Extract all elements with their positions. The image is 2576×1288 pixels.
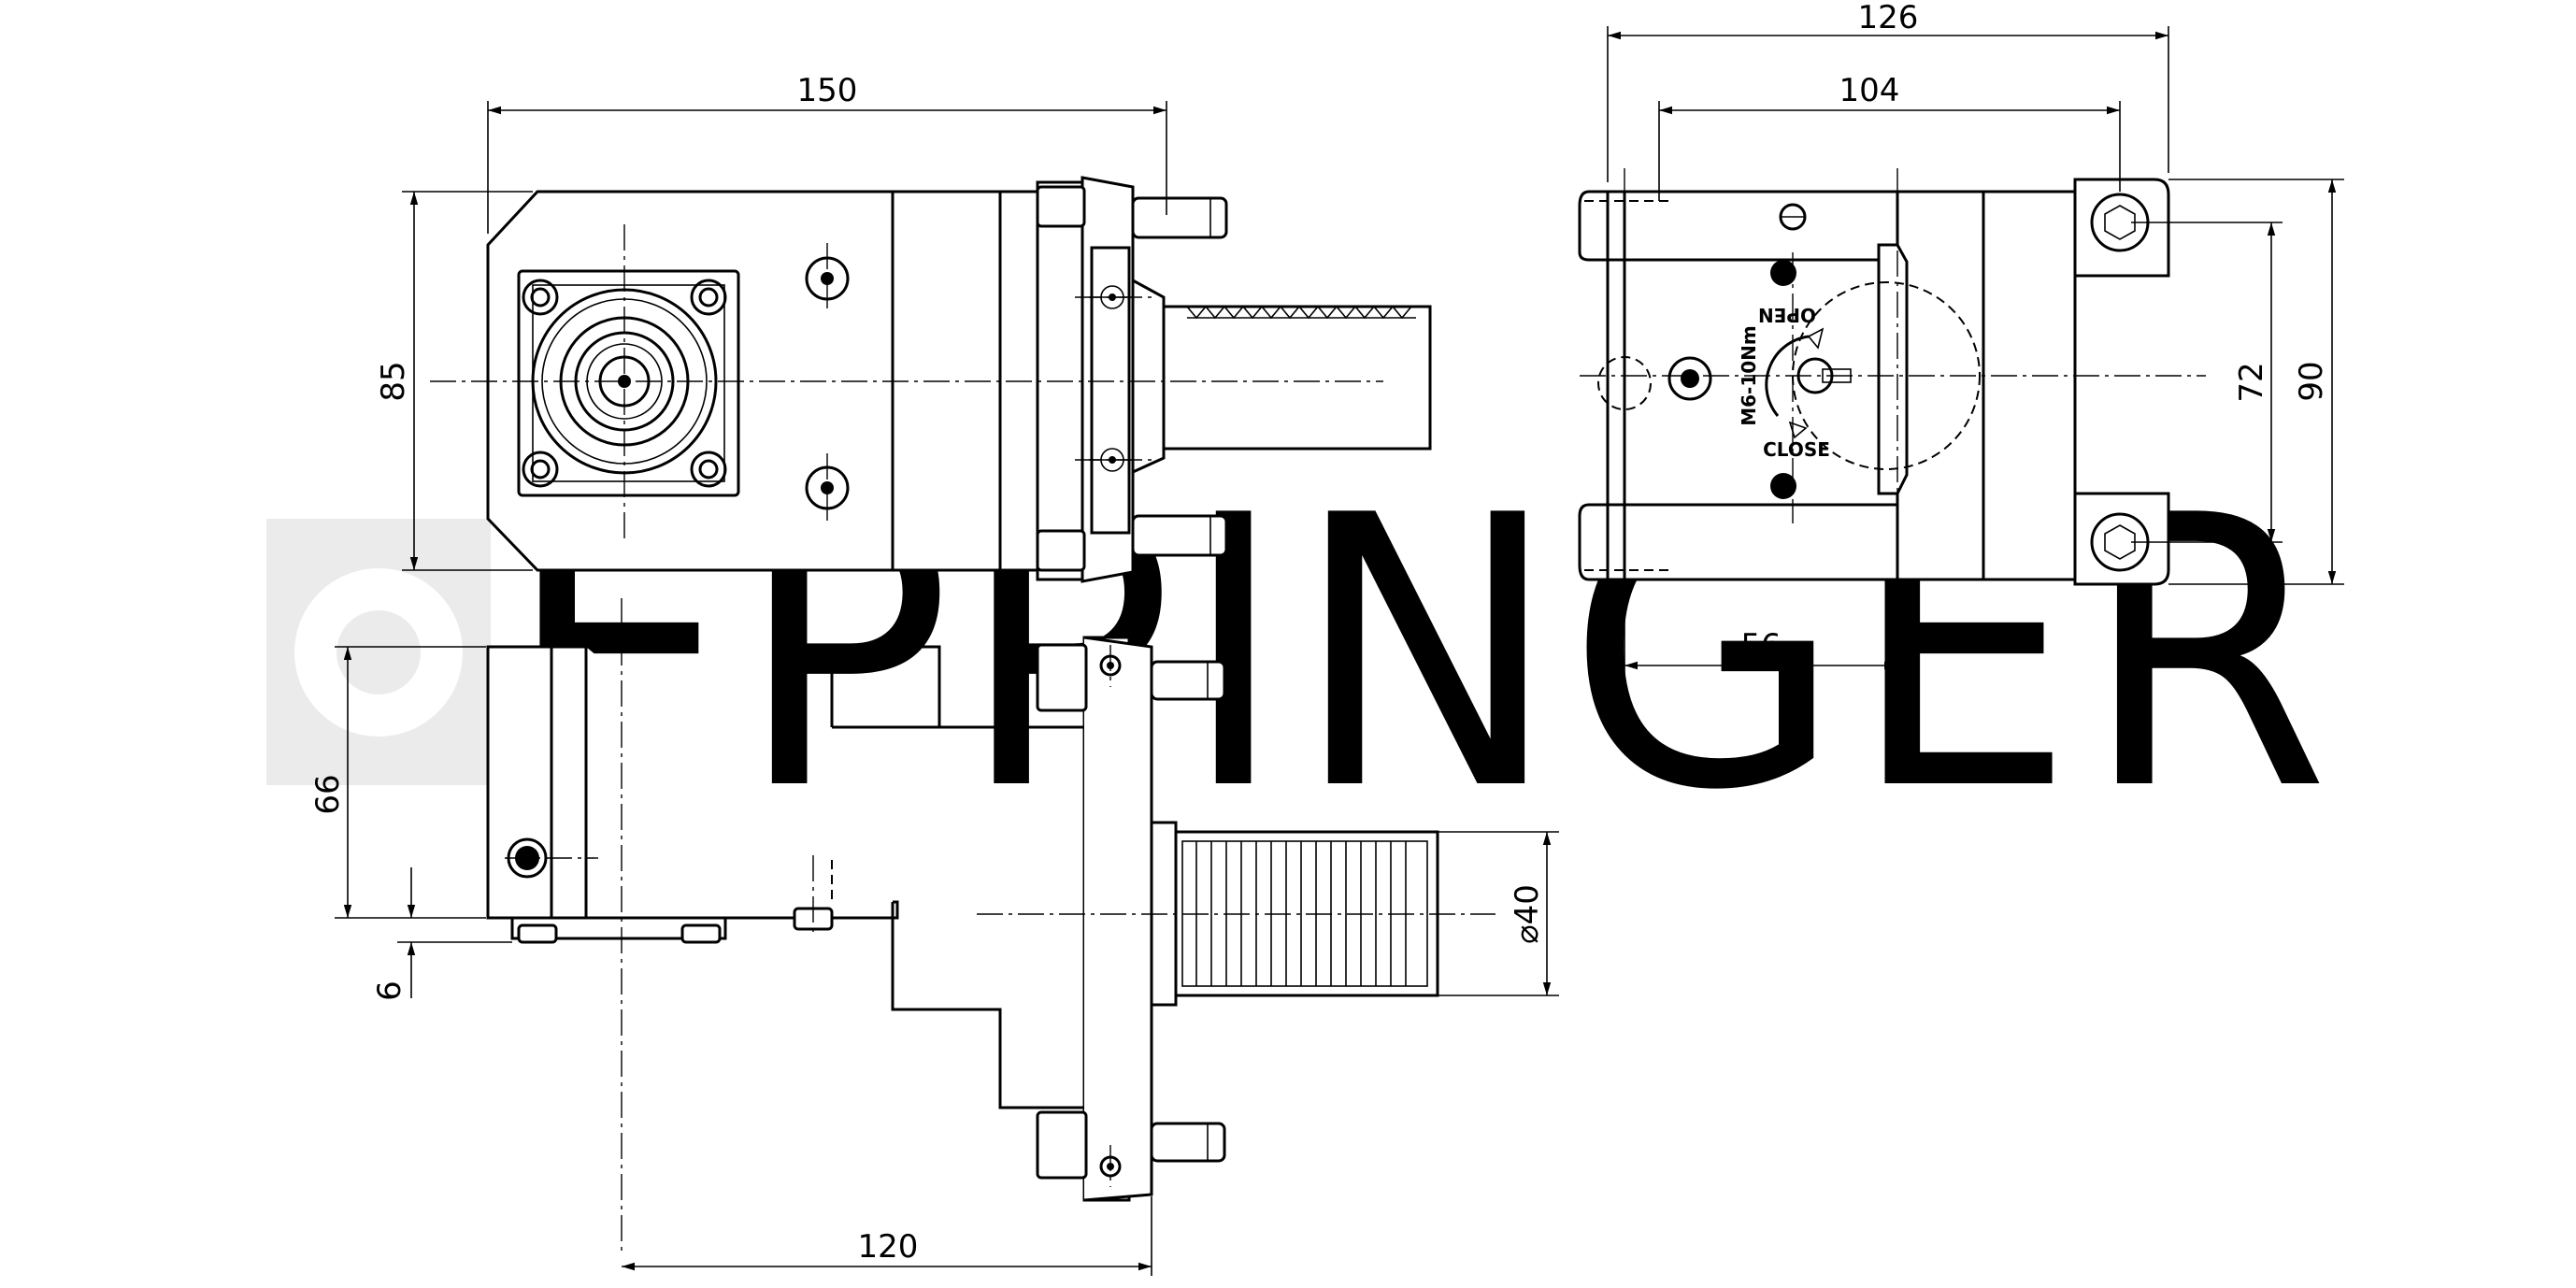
- dim-diameter-40: ⌀40: [1509, 884, 1546, 944]
- dim-120: 120: [858, 1228, 919, 1266]
- dim-150: 150: [797, 72, 858, 109]
- dim-90: 90: [2293, 361, 2330, 401]
- dim-66: 66: [309, 774, 347, 814]
- side-view: 66 6 120 ⌀40: [309, 598, 1559, 1276]
- watermark-logo-icon: [266, 519, 491, 785]
- dim-72: 72: [2233, 362, 2270, 402]
- dim-56: 56: [1740, 627, 1781, 665]
- dim-6: 6: [371, 980, 408, 1001]
- dim-104: 104: [1839, 72, 1900, 109]
- label-close: CLOSE: [1763, 438, 1830, 461]
- label-open: OPEN: [1758, 304, 1816, 326]
- dim-85: 85: [375, 361, 412, 401]
- end-view: OPEN CLOSE M6-10Nm 126 104 72 90 56: [1578, 0, 2344, 675]
- dim-126: 126: [1858, 0, 1919, 36]
- front-view: 150 85: [375, 72, 1432, 583]
